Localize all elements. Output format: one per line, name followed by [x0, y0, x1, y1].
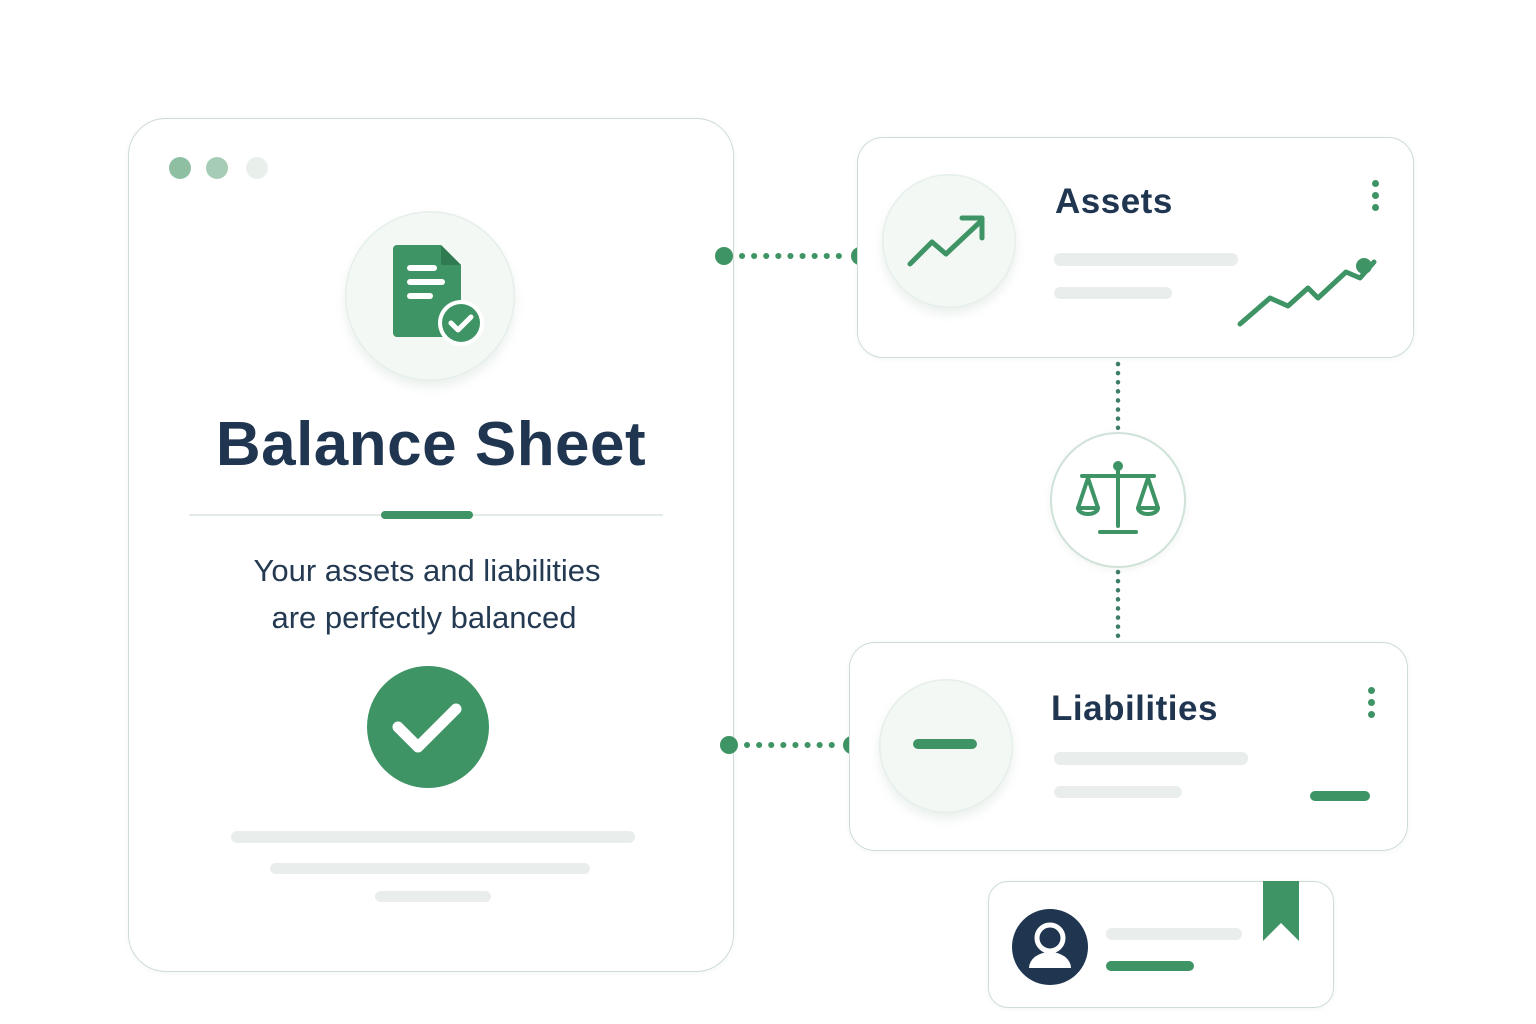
subtitle-line-2: are perfectly balanced — [271, 600, 577, 635]
sparkline-icon — [1237, 258, 1377, 327]
page-title: Balance Sheet — [215, 410, 647, 479]
trend-up-icon — [907, 215, 985, 267]
assets-placeholder-2 — [1054, 287, 1172, 299]
liabilities-placeholder-1 — [1054, 752, 1248, 765]
success-check-icon — [367, 666, 489, 788]
placeholder-line-1 — [231, 831, 635, 843]
liabilities-placeholder-2 — [1054, 786, 1182, 798]
profile-value-bar — [1106, 961, 1194, 971]
liabilities-card[interactable]: Liabilities — [849, 642, 1408, 851]
scale-icon — [1076, 461, 1160, 534]
title-divider-accent — [381, 511, 473, 519]
liabilities-menu-icon[interactable] — [1368, 687, 1376, 723]
placeholder-line-2 — [270, 863, 590, 874]
assets-title: Assets — [1055, 182, 1173, 221]
assets-icon-badge — [882, 174, 1016, 308]
liabilities-title: Liabilities — [1051, 689, 1218, 728]
minus-icon — [913, 739, 977, 749]
window-dot-3[interactable] — [246, 157, 268, 179]
window-dot-2[interactable] — [206, 157, 228, 179]
profile-placeholder-1 — [1106, 928, 1242, 940]
bookmark-icon[interactable] — [1261, 881, 1301, 943]
balance-sheet-card: Balance Sheet Your assets and liabilitie… — [128, 118, 734, 972]
profile-card[interactable] — [988, 881, 1334, 1008]
liabilities-icon-badge — [879, 679, 1013, 813]
window-dot-1[interactable] — [169, 157, 191, 179]
document-check-icon — [393, 245, 484, 346]
assets-menu-icon[interactable] — [1372, 180, 1380, 216]
liabilities-value-bar — [1310, 791, 1370, 801]
subtitle-line-1: Your assets and liabilities — [253, 553, 601, 588]
balance-node[interactable] — [1050, 432, 1186, 568]
document-icon-badge — [345, 211, 515, 381]
user-avatar-icon[interactable] — [1011, 908, 1089, 986]
assets-placeholder-1 — [1054, 253, 1238, 266]
placeholder-line-3 — [375, 891, 491, 902]
assets-card[interactable]: Assets — [857, 137, 1414, 358]
